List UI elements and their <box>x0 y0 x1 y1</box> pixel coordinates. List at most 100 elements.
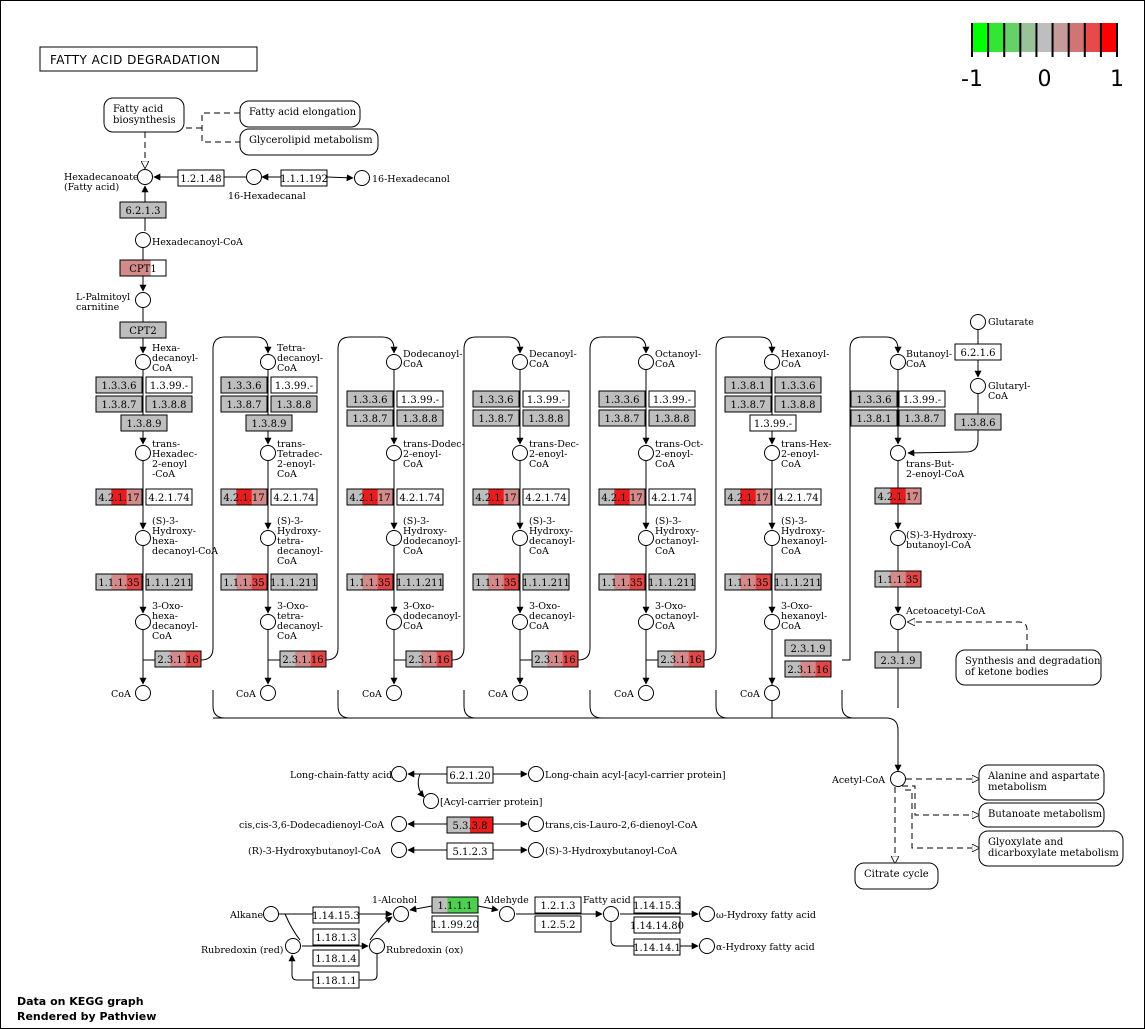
compound-long-chain-acyl-acp[interactable] <box>528 766 544 782</box>
compound-acyl-coa-0[interactable] <box>135 354 151 370</box>
enzyme-1-14-14-1[interactable]: 1.14.14.1 <box>633 938 681 956</box>
enzyme-1-3-3-6[interactable]: 1.3.3.6 <box>850 390 898 408</box>
compound-oxoacyl-coa-3[interactable] <box>512 614 528 630</box>
compound-acyl-coa-1[interactable] <box>260 354 276 370</box>
enzyme-4-2-1-17[interactable]: 4.2.1.17 <box>874 487 922 505</box>
enzyme-1-3-8-1[interactable]: 1.3.8.1 <box>850 409 898 427</box>
compound-r-3-hydroxybutanoyl-coa[interactable] <box>391 842 407 858</box>
compound-dodecadienoyl-coa[interactable] <box>391 816 407 832</box>
enzyme-1-1-1-35[interactable]: 1.1.1.35 <box>472 573 520 591</box>
pathway-butanoate[interactable]: Butanoate metabolism <box>978 802 1105 828</box>
enzyme-cpt2[interactable]: CPT2 <box>119 321 167 339</box>
enzyme-1-3-3-6[interactable]: 1.3.3.6 <box>95 376 143 394</box>
enzyme-1-2-1-48[interactable]: 1.2.1.48 <box>177 169 225 187</box>
enzyme-2-3-1-16[interactable]: 2.3.1.16 <box>154 650 202 668</box>
enzyme-cpt1[interactable]: CPT1 <box>119 259 167 277</box>
compound-coa-0[interactable] <box>135 685 151 701</box>
enzyme-1-3-8-9[interactable]: 1.3.8.9 <box>120 414 168 432</box>
enzyme-4-2-1-17[interactable]: 4.2.1.17 <box>472 488 520 506</box>
enzyme-1-3-99[interactable]: 1.3.99.- <box>749 414 797 432</box>
pathway-citrate-cycle[interactable]: Citrate cycle <box>854 862 939 890</box>
compound-acetoacetyl-coa[interactable] <box>890 614 906 630</box>
enzyme-4-2-1-74[interactable]: 4.2.1.74 <box>396 488 444 506</box>
enzyme-1-3-8-8[interactable]: 1.3.8.8 <box>648 409 696 427</box>
enzyme-1-2-1-3[interactable]: 1.2.1.3 <box>534 896 582 914</box>
compound-oxoacyl-coa-5[interactable] <box>764 614 780 630</box>
compound-trans-but-2-enoyl-coa[interactable] <box>890 445 906 461</box>
compound-omega-hydroxy-fatty-acid[interactable] <box>699 906 715 922</box>
enzyme-1-3-3-6[interactable]: 1.3.3.6 <box>346 390 394 408</box>
compound-oxoacyl-coa-4[interactable] <box>638 614 654 630</box>
enzyme-1-3-99[interactable]: 1.3.99.- <box>396 390 444 408</box>
enzyme-1-3-8-7[interactable]: 1.3.8.7 <box>472 409 520 427</box>
enzyme-2-3-1-16[interactable]: 2.3.1.16 <box>531 650 579 668</box>
enzyme-1-1-1-35[interactable]: 1.1.1.35 <box>346 573 394 591</box>
compound-enoyl-coa-2[interactable] <box>386 445 402 461</box>
pathway-glycerolipid-metabolism[interactable]: Glycerolipid metabolism <box>239 128 379 156</box>
compound-enoyl-coa-1[interactable] <box>260 445 276 461</box>
enzyme-2-3-1-16[interactable]: 2.3.1.16 <box>405 650 453 668</box>
compound-s-3-hydroxybutanoyl-coa-2[interactable] <box>528 842 544 858</box>
compound-acyl-coa-2[interactable] <box>386 354 402 370</box>
enzyme-1-18-1-1[interactable]: 1.18.1.1 <box>312 971 360 989</box>
compound-hexadecanal[interactable] <box>246 169 262 185</box>
compound-s-3-hydroxybutanoyl-coa[interactable] <box>890 530 906 546</box>
compound-enoyl-coa-4[interactable] <box>638 445 654 461</box>
enzyme-1-3-8-8[interactable]: 1.3.8.8 <box>774 395 822 413</box>
enzyme-1-1-1-35[interactable]: 1.1.1.35 <box>598 573 646 591</box>
compound-enoyl-coa-3[interactable] <box>512 445 528 461</box>
enzyme-5-1-2-3[interactable]: 5.1.2.3 <box>446 842 494 860</box>
compound-hydroxyacyl-coa-1[interactable] <box>260 530 276 546</box>
enzyme-1-1-1-211[interactable]: 1.1.1.211 <box>774 573 822 591</box>
compound-alkane[interactable] <box>263 906 279 922</box>
enzyme-2-3-1-16[interactable]: 2.3.1.16 <box>657 650 705 668</box>
enzyme-1-3-8-8[interactable]: 1.3.8.8 <box>396 409 444 427</box>
compound-hydroxyacyl-coa-4[interactable] <box>638 530 654 546</box>
enzyme-1-3-8-6[interactable]: 1.3.8.6 <box>954 413 1002 431</box>
compound-butanoyl-coa[interactable] <box>890 354 906 370</box>
compound-hexadecanol[interactable] <box>354 170 370 186</box>
compound-hydroxyacyl-coa-0[interactable] <box>135 530 151 546</box>
enzyme-2-3-1-9[interactable]: 2.3.1.9 <box>784 639 832 657</box>
compound-hydroxyacyl-coa-3[interactable] <box>512 530 528 546</box>
compound-aldehyde[interactable] <box>499 906 515 922</box>
enzyme-1-3-3-6[interactable]: 1.3.3.6 <box>598 390 646 408</box>
enzyme-1-1-1-35[interactable]: 1.1.1.35 <box>95 573 143 591</box>
compound-rubredoxin-ox[interactable] <box>369 938 385 954</box>
enzyme-1-1-1-211[interactable]: 1.1.1.211 <box>648 573 696 591</box>
enzyme-1-3-8-7[interactable]: 1.3.8.7 <box>220 395 268 413</box>
enzyme-2-3-1-16[interactable]: 2.3.1.16 <box>279 650 327 668</box>
enzyme-2-3-1-16[interactable]: 2.3.1.16 <box>784 660 832 678</box>
compound-alpha-hydroxy-fatty-acid[interactable] <box>699 938 715 954</box>
compound-acyl-carrier-protein[interactable] <box>423 793 439 809</box>
enzyme-6-2-1-6[interactable]: 6.2.1.6 <box>954 343 1002 361</box>
compound-lauro-dienoyl-coa[interactable] <box>528 816 544 832</box>
compound-hexadecanoate[interactable] <box>137 169 153 185</box>
enzyme-4-2-1-74[interactable]: 4.2.1.74 <box>522 488 570 506</box>
enzyme-1-18-1-3[interactable]: 1.18.1.3 <box>312 928 360 946</box>
compound-oxoacyl-coa-1[interactable] <box>260 614 276 630</box>
enzyme-4-2-1-17[interactable]: 4.2.1.17 <box>724 488 772 506</box>
enzyme-4-2-1-74[interactable]: 4.2.1.74 <box>145 488 193 506</box>
compound-enoyl-coa-0[interactable] <box>135 445 151 461</box>
compound-acyl-coa-5[interactable] <box>764 354 780 370</box>
compound-coa-1[interactable] <box>260 685 276 701</box>
enzyme-1-3-8-7[interactable]: 1.3.8.7 <box>598 409 646 427</box>
compound-rubredoxin-red[interactable] <box>285 938 301 954</box>
enzyme-4-2-1-74[interactable]: 4.2.1.74 <box>774 488 822 506</box>
enzyme-1-1-1-35[interactable]: 1.1.1.35 <box>724 573 772 591</box>
pathway-fatty-acid-elongation[interactable]: Fatty acid elongation <box>239 100 361 128</box>
enzyme-1-14-15-3-b[interactable]: 1.14.15.3 <box>633 896 681 914</box>
enzyme-1-3-8-1[interactable]: 1.3.8.1 <box>724 376 772 394</box>
compound-oxoacyl-coa-0[interactable] <box>135 614 151 630</box>
enzyme-6-2-1-3[interactable]: 6.2.1.3 <box>119 201 167 219</box>
compound-hydroxyacyl-coa-2[interactable] <box>386 530 402 546</box>
enzyme-1-1-1-35[interactable]: 1.1.1.35 <box>874 570 922 588</box>
enzyme-4-2-1-17[interactable]: 4.2.1.17 <box>220 488 268 506</box>
enzyme-4-2-1-74[interactable]: 4.2.1.74 <box>648 488 696 506</box>
enzyme-1-3-99[interactable]: 1.3.99.- <box>145 376 193 394</box>
compound-hexadecanoyl-coa[interactable] <box>135 232 151 248</box>
compound-hydroxyacyl-coa-5[interactable] <box>764 530 780 546</box>
